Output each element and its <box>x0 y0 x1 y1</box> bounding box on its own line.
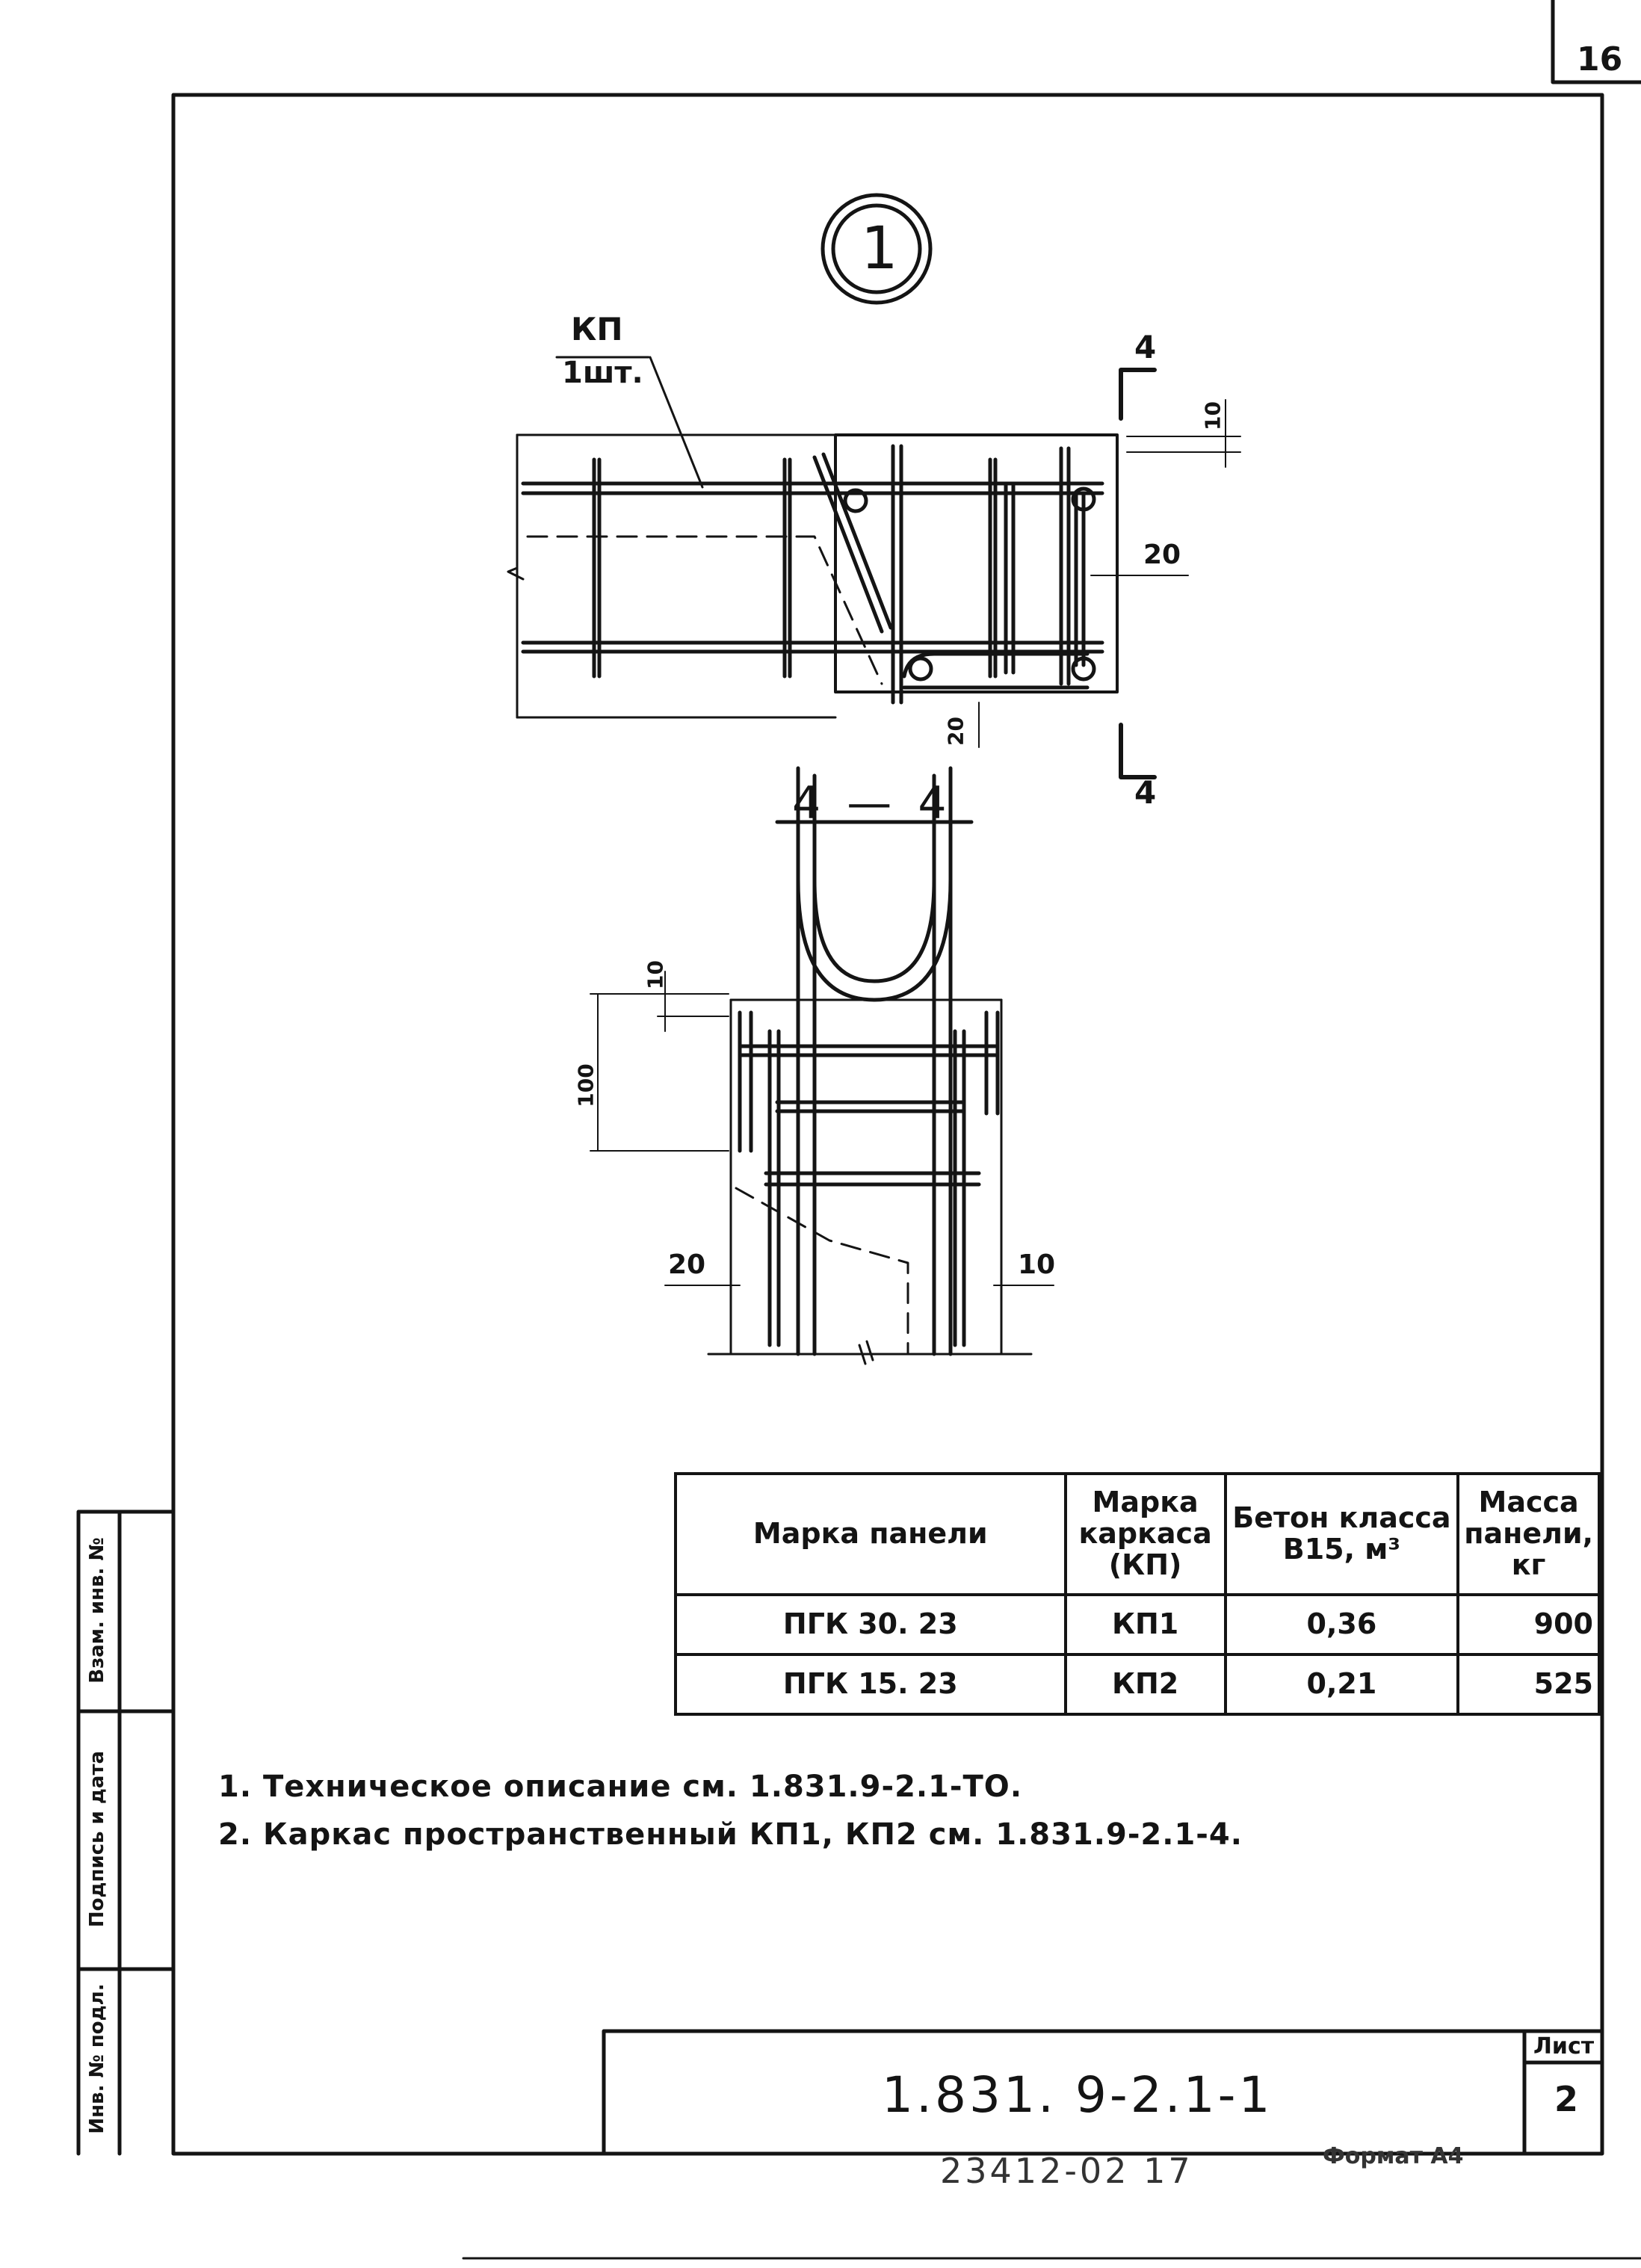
section-dim-top-lines <box>590 993 729 1152</box>
side-stamp-inv-podl: Инв. № подл. <box>86 1983 108 2134</box>
table-cell: 525 <box>1456 1653 1601 1716</box>
section-cut-label-top: 4 <box>1134 329 1157 365</box>
document-code: 1.831. 9-2.1-1 <box>882 2066 1273 2124</box>
section-right-stirrup <box>984 1010 1000 1116</box>
plan-dim-bottom: 20 <box>943 717 968 746</box>
page-number: 16 <box>1577 40 1623 78</box>
detail-marker-inner-circle <box>831 203 922 294</box>
table-cell: ПГК 30. 23 <box>674 1593 1067 1656</box>
section-rod-left <box>796 878 817 1356</box>
plan-break-mark <box>507 566 525 581</box>
sheet-number: 2 <box>1554 2079 1579 2119</box>
plan-rod-3 <box>891 444 903 705</box>
note-1: 1. Техническое описание см. 1.831.9-2.1-… <box>218 1770 1023 1804</box>
panel-table: Марка панели Марка каркаса (КП) Бетон кл… <box>674 1472 1601 1716</box>
section-bar-1 <box>738 1044 1000 1057</box>
plan-stirrup-right <box>1074 491 1086 667</box>
plan-rod-2 <box>782 457 792 679</box>
section-inner-left <box>767 1029 781 1347</box>
table-cell: ПГК 15. 23 <box>674 1653 1067 1716</box>
plan-rod-circle-2 <box>1071 486 1096 512</box>
section-dim-right: 10 <box>1018 1249 1056 1280</box>
section-cut-bottom <box>1119 723 1157 779</box>
section-dim-left: 20 <box>668 1249 706 1280</box>
archive-number: 23412-02 17 <box>940 2151 1193 2191</box>
table-header-cell: Бетон класса В15, м³ <box>1223 1472 1460 1596</box>
side-stamp-vzam-inv: Взам. инв. № <box>86 1537 108 1684</box>
section-break-mark <box>858 1340 874 1365</box>
plan-dim-top-lines <box>1126 399 1241 468</box>
plan-dim-top: 10 <box>1200 401 1226 430</box>
plan-bottom-bar <box>521 640 1104 654</box>
table-row: ПГК 30. 23 КП1 0,36 900 <box>674 1593 1601 1656</box>
plan-hidden-line <box>526 535 883 685</box>
plan-rod-circle-1 <box>843 488 868 513</box>
plan-inclined-rod <box>812 452 893 634</box>
section-left-stirrup <box>738 1010 753 1153</box>
table-cell: КП2 <box>1063 1653 1227 1716</box>
section-bar-3 <box>764 1171 981 1187</box>
title-block-lines <box>602 2029 1604 2156</box>
side-stamp-signature-date: Подпись и дата <box>86 1750 108 1928</box>
page-number-box-line <box>1551 0 1641 84</box>
table-cell: 0,36 <box>1223 1593 1460 1656</box>
table-cell: 900 <box>1456 1593 1601 1656</box>
section-inner-right <box>953 1029 966 1347</box>
table-cell: 0,21 <box>1223 1653 1460 1716</box>
section-cut-top <box>1119 368 1157 421</box>
table-header-cell: Масса панели, кг <box>1456 1472 1601 1596</box>
table-header-cell: Марка каркаса (КП) <box>1063 1472 1227 1596</box>
plan-dim-right: 20 <box>1143 540 1181 570</box>
plan-rod-5 <box>1059 446 1071 686</box>
plan-stirrup-left <box>1004 483 1016 675</box>
section-title: 4 — 4 <box>792 777 953 829</box>
sheet-label: Лист <box>1533 2033 1595 2060</box>
callout-mark: КП <box>571 311 623 347</box>
detail-marker-number: 1 <box>861 215 898 282</box>
format-label: Формат А4 <box>1323 2143 1464 2169</box>
side-stamp-grid <box>76 1510 176 2156</box>
plan-rod-circle-4 <box>1071 656 1096 682</box>
plan-rod-circle-3 <box>908 656 933 682</box>
section-cut-label-bottom: 4 <box>1134 774 1157 811</box>
section-dim-top: 10 <box>643 960 668 989</box>
section-rod-right <box>932 878 953 1356</box>
u-bar-inner <box>812 773 936 983</box>
section-dim-height: 100 <box>573 1063 599 1107</box>
plan-end-block <box>834 433 1119 693</box>
table-cell: КП1 <box>1063 1593 1227 1656</box>
callout-qty: 1шт. <box>562 356 643 390</box>
detail-marker-outer-circle <box>820 193 933 305</box>
table-header-row: Марка панели Марка каркаса (КП) Бетон кл… <box>674 1472 1601 1596</box>
table-row: ПГК 15. 23 КП2 0,21 525 <box>674 1653 1601 1716</box>
plan-rod-4 <box>988 457 998 679</box>
table-header-cell: Марка панели <box>674 1472 1067 1596</box>
callout-leader <box>649 356 704 489</box>
plan-rod-1 <box>592 457 602 679</box>
plan-top-bar <box>521 481 1104 495</box>
note-2: 2. Каркас пространственный КП1, КП2 см. … <box>218 1817 1243 1852</box>
section-hidden-line <box>735 1187 909 1354</box>
sheet-frame <box>171 93 1604 2156</box>
section-bar-2 <box>775 1100 966 1113</box>
